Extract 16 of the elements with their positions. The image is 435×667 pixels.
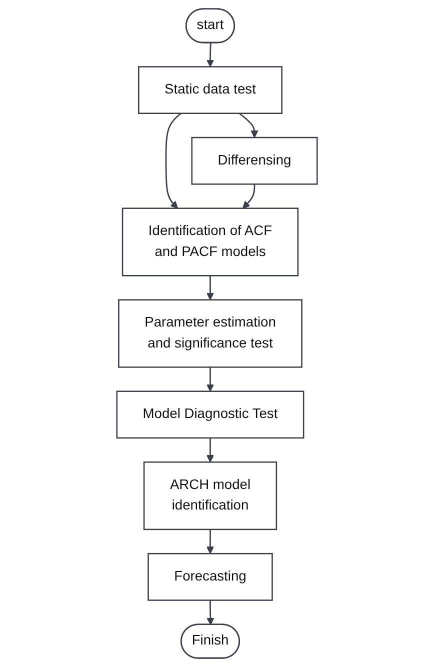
arrow [239,112,259,138]
arrow [206,43,215,68]
node-box: Differensing [192,136,318,185]
arrow [207,600,215,626]
node-box: Model Diagnostic Test [116,390,305,439]
node-box: Parameter estimation and significance test [118,299,303,368]
arrow [206,529,215,554]
arrow [206,367,215,392]
arrow [242,184,256,209]
arrow [206,276,215,300]
node-box: Static data test [138,66,283,114]
node-box: Forecasting [148,552,274,601]
node-box: Identification of ACF and PACF models [122,208,300,276]
arrow [206,438,215,462]
node-box: ARCH model identification [144,461,278,530]
arrow [166,112,182,209]
